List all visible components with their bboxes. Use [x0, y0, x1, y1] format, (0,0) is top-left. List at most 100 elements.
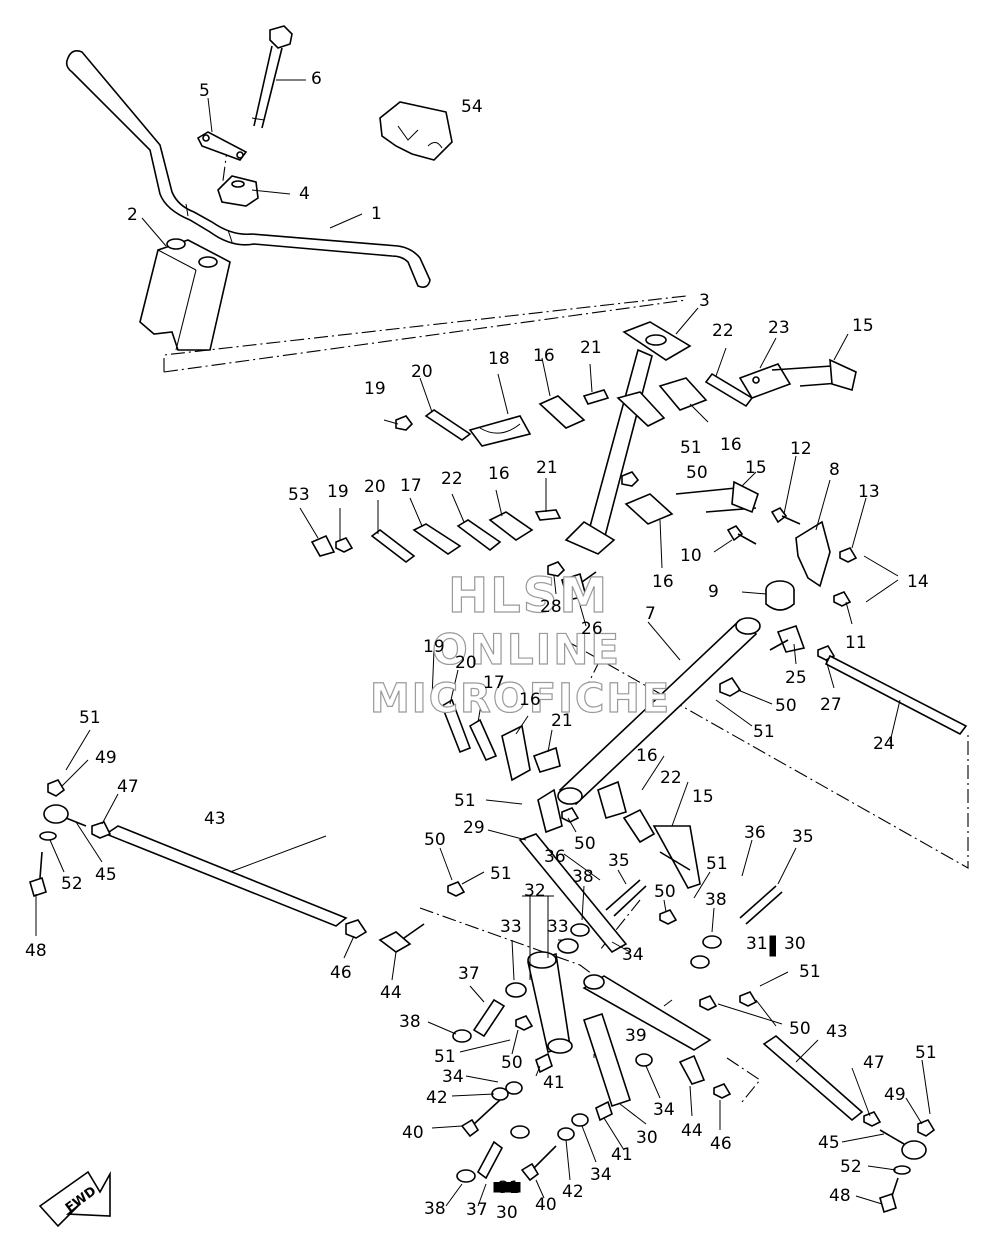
callout-29: 29 [463, 818, 485, 838]
callout-50-b: 50 [775, 696, 797, 716]
callout-16-a: 16 [533, 346, 555, 366]
callout-16-d: 16 [652, 572, 674, 592]
clamp-16-top-left [538, 395, 586, 429]
callout-6: 6 [311, 69, 322, 89]
callout-1: 1 [371, 204, 382, 224]
callout-8: 8 [829, 460, 840, 480]
callout-47-right: 47 [863, 1053, 885, 1073]
callout-38-c: 38 [399, 1012, 421, 1032]
callout-39: 39 [625, 1026, 647, 1046]
callout-9: 9 [708, 582, 719, 602]
pin-21-mid [534, 509, 562, 521]
callout-26: 26 [581, 619, 603, 639]
bushing-9 [765, 580, 795, 611]
callout-21-top: 21 [580, 338, 602, 358]
rod-end-45-right [879, 1129, 927, 1160]
callout-14: 14 [907, 572, 929, 592]
bolt-35-left [605, 879, 647, 917]
callout-38-d: 38 [424, 1199, 446, 1219]
callout-51-g: 51 [434, 1047, 456, 1067]
callout-51-a: 51 [680, 438, 702, 458]
callout-45-right: 45 [818, 1133, 840, 1153]
lever-32 [527, 951, 573, 1054]
callout-31-a: 31 [746, 934, 768, 954]
nut-50-right [719, 676, 742, 697]
callout-43-right: 43 [826, 1022, 848, 1042]
callout-7: 7 [645, 604, 656, 624]
washers-34-42 [491, 1081, 523, 1101]
callout-labels: 1 2 3 4 5 6 7 8 9 10 11 12 13 14 15 15 1… [25, 69, 937, 1223]
callout-46-left: 46 [330, 963, 352, 983]
callout-41-a: 41 [543, 1073, 565, 1093]
clamp-16-lower-right [597, 780, 627, 819]
nut-49-right [917, 1119, 936, 1137]
callout-45-left: 45 [95, 865, 117, 885]
bracket-2 [139, 238, 231, 351]
callout-20-top: 20 [411, 362, 433, 382]
callout-22-top: 22 [712, 321, 734, 341]
bolt-40-low [520, 1145, 557, 1182]
callout-5: 5 [199, 81, 210, 101]
watermark-line-1: HLSM [448, 568, 609, 624]
callout-28: 28 [540, 597, 562, 617]
callout-38-b: 38 [705, 890, 727, 910]
callout-36-b: 36 [744, 823, 766, 843]
linkage-22-top [704, 372, 754, 408]
callout-50-g: 50 [501, 1053, 523, 1073]
callout-48-left: 48 [25, 941, 47, 961]
callout-16-c: 16 [488, 464, 510, 484]
washer-34-right [635, 1053, 653, 1067]
link-20-mid [370, 528, 416, 564]
callout-34-b: 34 [442, 1067, 464, 1087]
callout-51-d: 51 [490, 864, 512, 884]
callout-42-a: 42 [426, 1088, 448, 1108]
callout-31-b: 31 [498, 1178, 520, 1198]
clamp-16-top-right [658, 377, 708, 411]
joint-26 [561, 571, 597, 601]
callout-51-b: 51 [753, 722, 775, 742]
bolt-40-upper [460, 1099, 501, 1138]
callout-33-a: 33 [500, 917, 522, 937]
bolt-12 [770, 506, 801, 525]
arm-29 [518, 833, 628, 954]
washer-38-low [456, 1169, 476, 1183]
fwd-arrow-badge: FWD [38, 1170, 111, 1228]
callout-50-f: 50 [789, 1019, 811, 1039]
callout-21-low: 21 [551, 711, 573, 731]
nut-28 [547, 561, 566, 577]
callout-48-right: 48 [829, 1186, 851, 1206]
callout-22-mid: 22 [441, 469, 463, 489]
arm-18 [468, 415, 532, 447]
callout-35-a: 35 [608, 851, 630, 871]
bolt-48-right [879, 1177, 899, 1214]
callout-40-b: 40 [535, 1195, 557, 1215]
callout-34-d: 34 [590, 1165, 612, 1185]
joint-44-left [378, 923, 425, 953]
callout-33-b: 33 [547, 917, 569, 937]
callout-21-mid: 21 [536, 458, 558, 478]
linkage-23 [738, 363, 792, 399]
callout-38-a: 38 [572, 867, 594, 887]
callout-53: 53 [288, 485, 310, 505]
nut-46-right [713, 1083, 732, 1099]
bolt-37 [472, 998, 506, 1038]
callout-17-low: 17 [483, 673, 505, 693]
plate-17-mid [412, 523, 462, 555]
clamp-4 [217, 175, 259, 207]
cap-53 [310, 534, 336, 557]
callout-54: 54 [461, 97, 483, 117]
washer-38-mid [570, 923, 722, 949]
bracket-16-lower [537, 788, 563, 834]
callout-50-c: 50 [574, 834, 596, 854]
handle-bar-1 [65, 50, 431, 288]
rod-43-right [762, 1034, 864, 1122]
nut-47-right [863, 1111, 882, 1127]
nut-50-lower-left [515, 1015, 534, 1031]
link-20-top [424, 409, 472, 441]
leader-lines [35, 79, 931, 1207]
bolt-48-left [29, 851, 47, 898]
rod-end-45-left [43, 804, 87, 827]
callout-40-a: 40 [402, 1123, 424, 1143]
nut-19-top [395, 415, 414, 431]
